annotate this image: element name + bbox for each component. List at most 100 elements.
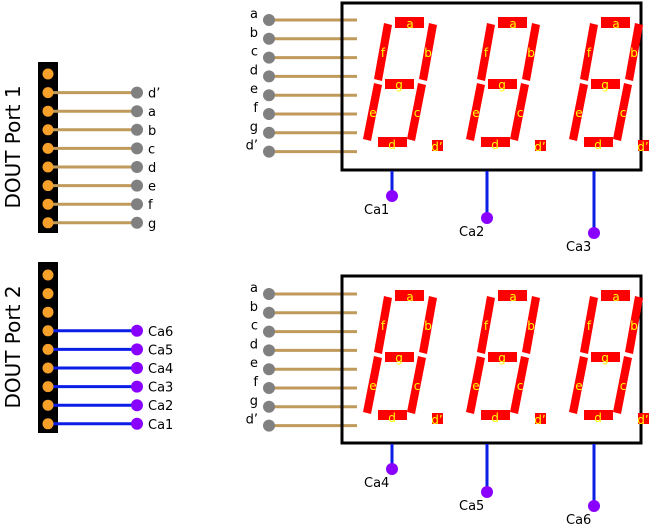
segment-shape <box>638 413 649 424</box>
segment-e: e <box>466 83 485 141</box>
header-pin[interactable] <box>42 306 54 318</box>
wire-terminal[interactable] <box>131 380 143 393</box>
header-pin[interactable] <box>42 105 54 117</box>
segment-label: d <box>594 138 602 152</box>
cathode-terminal[interactable] <box>386 190 398 202</box>
header-pin[interactable] <box>42 198 54 210</box>
segment-shape <box>498 290 527 301</box>
input-terminal[interactable] <box>263 108 275 120</box>
header-pin[interactable] <box>42 161 54 173</box>
input-label: g <box>250 394 258 409</box>
header-pin[interactable] <box>42 288 54 300</box>
wire-terminal[interactable] <box>131 198 143 211</box>
segment-b: b <box>625 23 643 81</box>
segment-label: g <box>601 351 609 365</box>
segment-shape <box>395 17 424 28</box>
terminal-label: Ca3 <box>148 381 173 396</box>
header-pin[interactable] <box>42 362 54 374</box>
segment-c: c <box>510 83 529 141</box>
cathode-terminal[interactable] <box>386 463 398 475</box>
cathode-terminal[interactable] <box>481 212 493 224</box>
segment-d: d <box>481 137 510 152</box>
header-pin[interactable] <box>42 68 54 80</box>
segment-shape <box>613 356 632 414</box>
segment-e: e <box>569 356 588 414</box>
segment-label: c <box>517 379 524 393</box>
segment-shape <box>419 23 437 81</box>
segment-a: a <box>395 17 424 31</box>
header-pin[interactable] <box>42 87 54 99</box>
segment-label: e <box>369 106 376 120</box>
header-pin[interactable] <box>42 180 54 192</box>
input-terminal[interactable] <box>263 89 275 102</box>
cathode-terminal[interactable] <box>588 500 600 512</box>
input-terminal[interactable] <box>263 419 275 432</box>
cathode-label: Ca1 <box>364 203 389 218</box>
segment-shape <box>477 23 495 81</box>
cathode-terminal[interactable] <box>588 227 600 239</box>
segment-label: b <box>527 319 535 333</box>
header-pin[interactable] <box>42 269 54 281</box>
segment-b: b <box>625 296 643 354</box>
input-label: d’ <box>246 413 258 428</box>
cathode-ca2: Ca2 <box>459 171 493 240</box>
wire-terminal[interactable] <box>131 417 143 430</box>
wire-terminal[interactable] <box>131 179 143 192</box>
segment-label: d <box>388 411 396 425</box>
input-terminal[interactable] <box>263 400 275 413</box>
segment-a: a <box>601 290 630 304</box>
wire-terminal[interactable] <box>131 399 143 412</box>
segment-label: e <box>472 379 479 393</box>
segment-shape <box>374 296 392 354</box>
header-pin[interactable] <box>42 124 54 136</box>
segment-shape <box>510 83 529 141</box>
input-terminal[interactable] <box>263 288 275 300</box>
input-terminal[interactable] <box>263 32 275 45</box>
wire-terminal[interactable] <box>131 123 143 136</box>
header-pin[interactable] <box>42 399 54 411</box>
wire-terminal[interactable] <box>131 86 143 99</box>
wire-terminal[interactable] <box>131 362 143 374</box>
input-terminal[interactable] <box>263 382 275 394</box>
segment-b: b <box>522 296 540 354</box>
input-terminal[interactable] <box>263 306 275 319</box>
wire-terminal[interactable] <box>131 216 143 229</box>
segment-shape <box>638 140 649 151</box>
input-terminal[interactable] <box>263 344 275 357</box>
input-terminal[interactable] <box>263 70 275 83</box>
terminal-label: d’ <box>148 87 160 102</box>
wire-terminal[interactable] <box>131 324 143 337</box>
header-pin[interactable] <box>42 325 54 337</box>
input-label: a <box>250 281 258 296</box>
wire-terminal[interactable] <box>131 343 143 356</box>
wire-terminal[interactable] <box>131 105 143 118</box>
input-terminal[interactable] <box>263 14 275 26</box>
input-label: e <box>250 356 258 371</box>
segment-g: g <box>591 78 620 92</box>
wire-terminal[interactable] <box>131 161 143 173</box>
segment-label: c <box>620 379 627 393</box>
wire-terminal[interactable] <box>131 142 143 155</box>
terminal-label: d <box>148 161 156 176</box>
segment-shape <box>481 137 510 147</box>
segment-f: f <box>477 296 495 354</box>
input-terminal[interactable] <box>263 126 275 139</box>
cathode-terminal[interactable] <box>481 486 493 498</box>
header-pin[interactable] <box>42 381 54 393</box>
input-terminal[interactable] <box>263 145 275 158</box>
segment-shape <box>419 296 437 354</box>
header-pin[interactable] <box>42 343 54 355</box>
input-terminal[interactable] <box>263 51 275 64</box>
header-pin[interactable] <box>42 217 54 229</box>
input-terminal[interactable] <box>263 363 275 376</box>
cathode-label: Ca4 <box>364 476 389 491</box>
header-pin[interactable] <box>42 142 54 154</box>
input-terminal[interactable] <box>263 325 275 338</box>
segment-b: b <box>419 23 437 81</box>
segment-shape <box>625 23 643 81</box>
header-pin[interactable] <box>42 418 54 430</box>
segment-shape <box>535 413 546 424</box>
